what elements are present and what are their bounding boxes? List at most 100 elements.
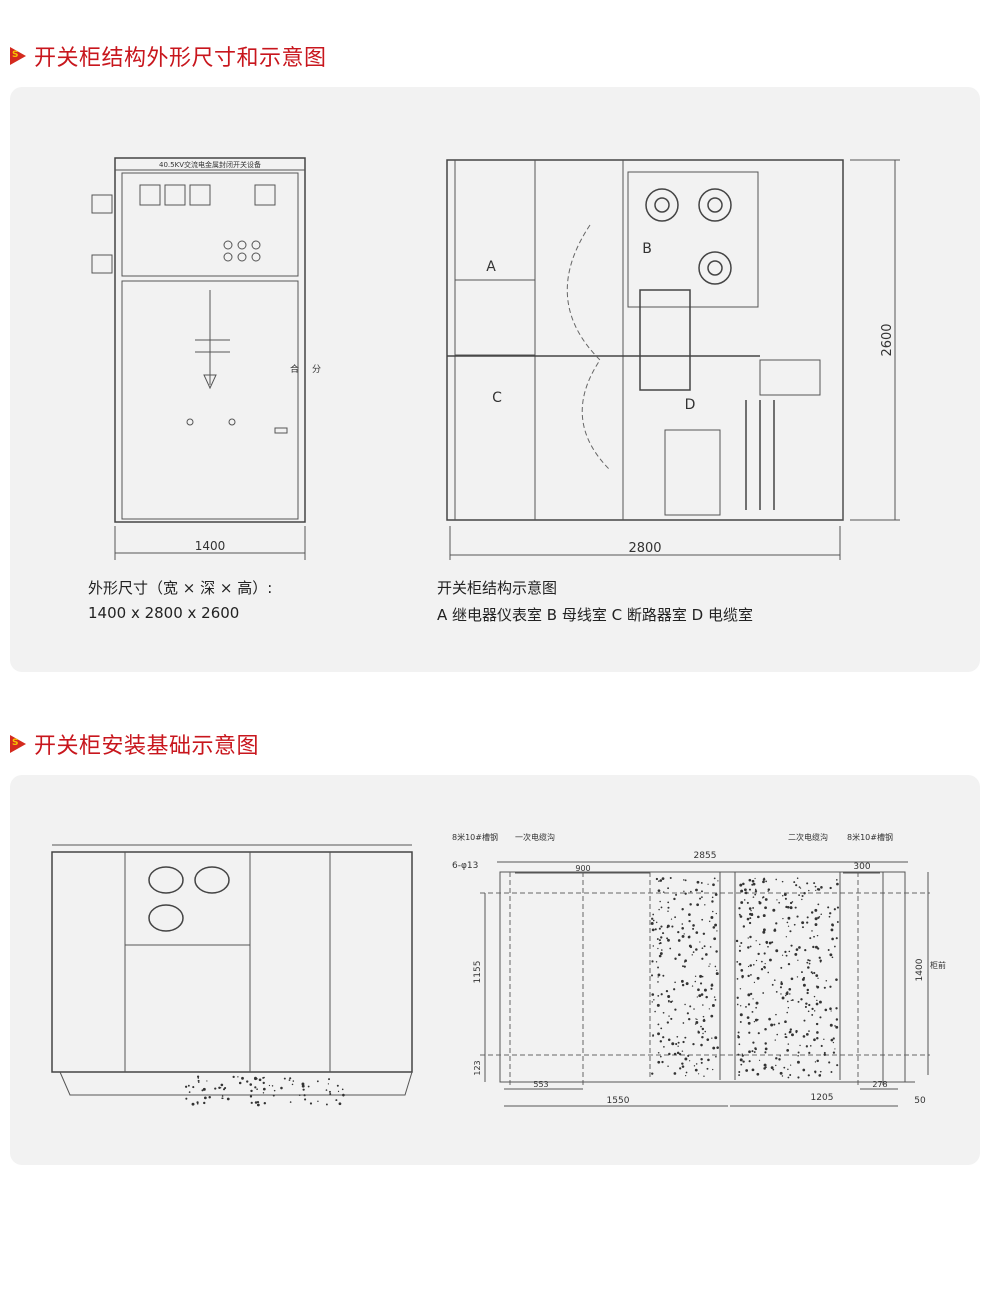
hatch-dot	[754, 888, 757, 891]
hatch-dot	[747, 937, 749, 939]
hatch-dot	[702, 1032, 704, 1035]
hatch-dot	[802, 1068, 806, 1072]
hatch-dot	[677, 1041, 680, 1044]
hatch-dot	[806, 921, 809, 924]
hatch-dot	[307, 1085, 310, 1088]
hatch-dot	[683, 965, 686, 968]
hatch-dot	[699, 941, 701, 943]
hatch-dot	[772, 908, 776, 912]
hatch-dot	[754, 1018, 758, 1022]
hatch-dot	[773, 979, 776, 982]
hatch-dot	[798, 946, 801, 949]
hatch-dot	[815, 985, 818, 987]
hatch-dot	[819, 1000, 822, 1004]
hatch-dot	[829, 953, 833, 957]
hatch-dot	[787, 916, 791, 920]
hatch-dot	[685, 982, 689, 986]
hatch-dot	[829, 1023, 833, 1027]
hatch-dot	[188, 1091, 191, 1093]
hatch-dot	[272, 1094, 275, 1097]
hatch-dot	[715, 950, 718, 953]
hatch-dot	[714, 923, 718, 927]
hatch-dot	[702, 1004, 704, 1006]
label-he: 合	[290, 363, 299, 375]
hatch-dot	[754, 890, 758, 893]
hatch-dot	[778, 901, 781, 904]
hatch-dot	[712, 1046, 716, 1050]
hatch-dot	[676, 1051, 680, 1055]
hatch-dot	[752, 1041, 755, 1044]
hatch-dot	[695, 1018, 697, 1020]
label-b: B	[642, 241, 652, 257]
section-heading-foundation: S 开关柜安装基础示意图	[10, 728, 259, 760]
hatch-dot	[657, 1023, 660, 1026]
hatch-dot	[748, 1050, 751, 1054]
hatch-dot	[687, 1017, 691, 1021]
label-holes: 6-φ13	[452, 861, 478, 871]
hatch-dot	[787, 962, 791, 966]
hatch-dot	[795, 1031, 798, 1034]
hatch-dot	[697, 1073, 700, 1075]
hatch-dot	[684, 879, 687, 882]
hatch-dot	[304, 1098, 307, 1101]
hatch-dot	[739, 1020, 742, 1023]
hatch-dot	[716, 969, 718, 972]
hatch-dot	[788, 950, 791, 953]
hatch-dot	[203, 1096, 207, 1100]
hatch-dot	[747, 993, 751, 997]
hatch-dot	[697, 988, 700, 992]
hatch-dot	[262, 1087, 266, 1091]
hatch-dot	[834, 1025, 836, 1027]
hatch-dot	[657, 973, 661, 977]
hatch-dot	[802, 1035, 806, 1038]
hatch-dot	[703, 1075, 705, 1077]
hatch-dot	[801, 926, 804, 929]
hatch-dot	[836, 921, 839, 923]
hatch-dot	[819, 1016, 822, 1019]
hatch-dot	[764, 1042, 767, 1045]
hatch-dot	[754, 877, 756, 880]
hatch-dot	[708, 1008, 710, 1010]
hatch-dot	[771, 983, 774, 986]
hatch-dot	[790, 1033, 794, 1037]
dim-1205: 1205	[811, 1093, 834, 1103]
hatch-dot	[827, 906, 830, 909]
hatch-dot	[797, 1076, 800, 1079]
hatch-dot	[694, 1068, 698, 1072]
hatch-dot	[684, 1003, 686, 1006]
hatch-dot	[811, 930, 813, 932]
hatch-dot	[820, 1044, 823, 1047]
hatch-dot	[801, 894, 804, 897]
hatch-dot	[811, 972, 814, 975]
hatch-dot	[775, 878, 777, 881]
hatch-dot	[827, 949, 830, 951]
hatch-dot	[713, 877, 716, 880]
hatch-dot	[748, 888, 751, 891]
hatch-dot	[786, 1011, 789, 1014]
hatch-dot	[816, 1059, 819, 1063]
hatch-dot	[700, 1061, 703, 1064]
hatch-dot	[775, 1064, 777, 1067]
hatch-dot	[262, 1081, 265, 1085]
dim-1550: 1550	[607, 1096, 630, 1106]
hatch-dot	[814, 1071, 817, 1074]
hatch-dot	[752, 896, 755, 898]
hatch-dot	[760, 960, 763, 963]
hatch-dot	[660, 993, 663, 996]
dim-50: 50	[914, 1096, 926, 1106]
hatch-dot	[803, 1019, 806, 1022]
hatch-dot	[783, 893, 787, 896]
hatch-dot	[739, 1058, 743, 1062]
hatch-dot	[654, 928, 657, 931]
hatch-dot	[651, 928, 655, 932]
hatch-dot	[663, 1045, 665, 1048]
hatch-dot	[793, 881, 796, 884]
hatch-dot	[662, 974, 665, 977]
hatch-dot	[789, 906, 793, 910]
label-channel-left: 8米10#槽钢	[452, 832, 498, 842]
hatch-dot	[691, 954, 693, 956]
concrete-hatching	[184, 876, 840, 1107]
hatch-dot	[808, 889, 810, 892]
label-d: D	[685, 397, 696, 413]
hatch-dot	[813, 971, 816, 975]
